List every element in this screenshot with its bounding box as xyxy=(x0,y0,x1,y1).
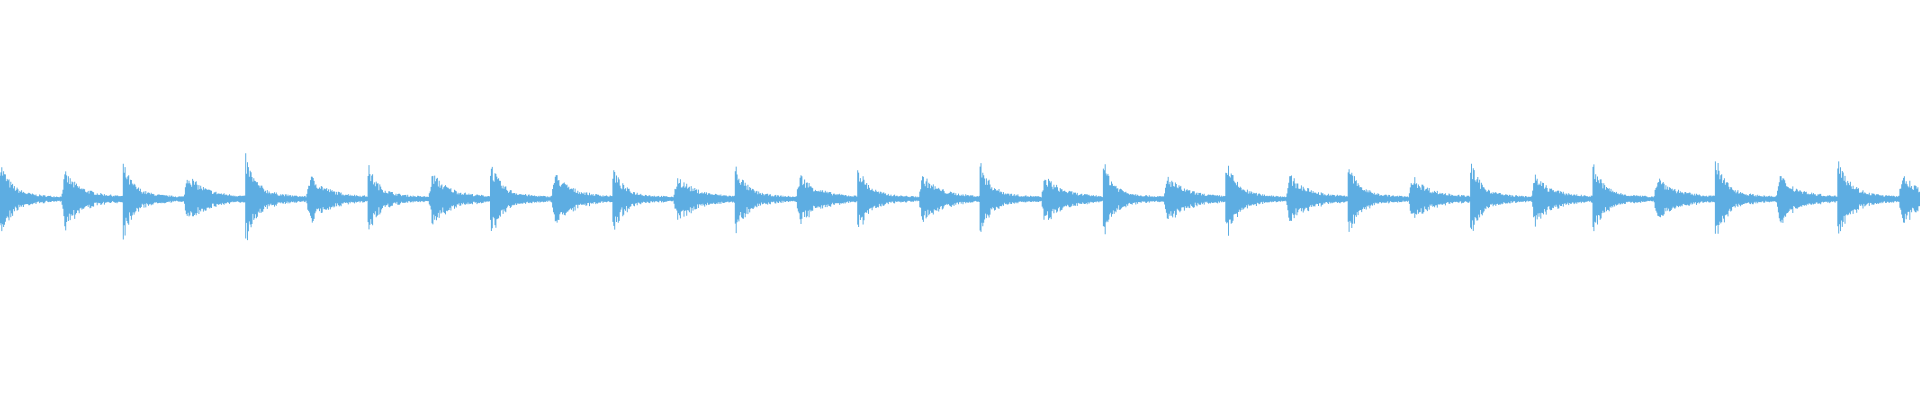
waveform-path xyxy=(0,153,1920,241)
